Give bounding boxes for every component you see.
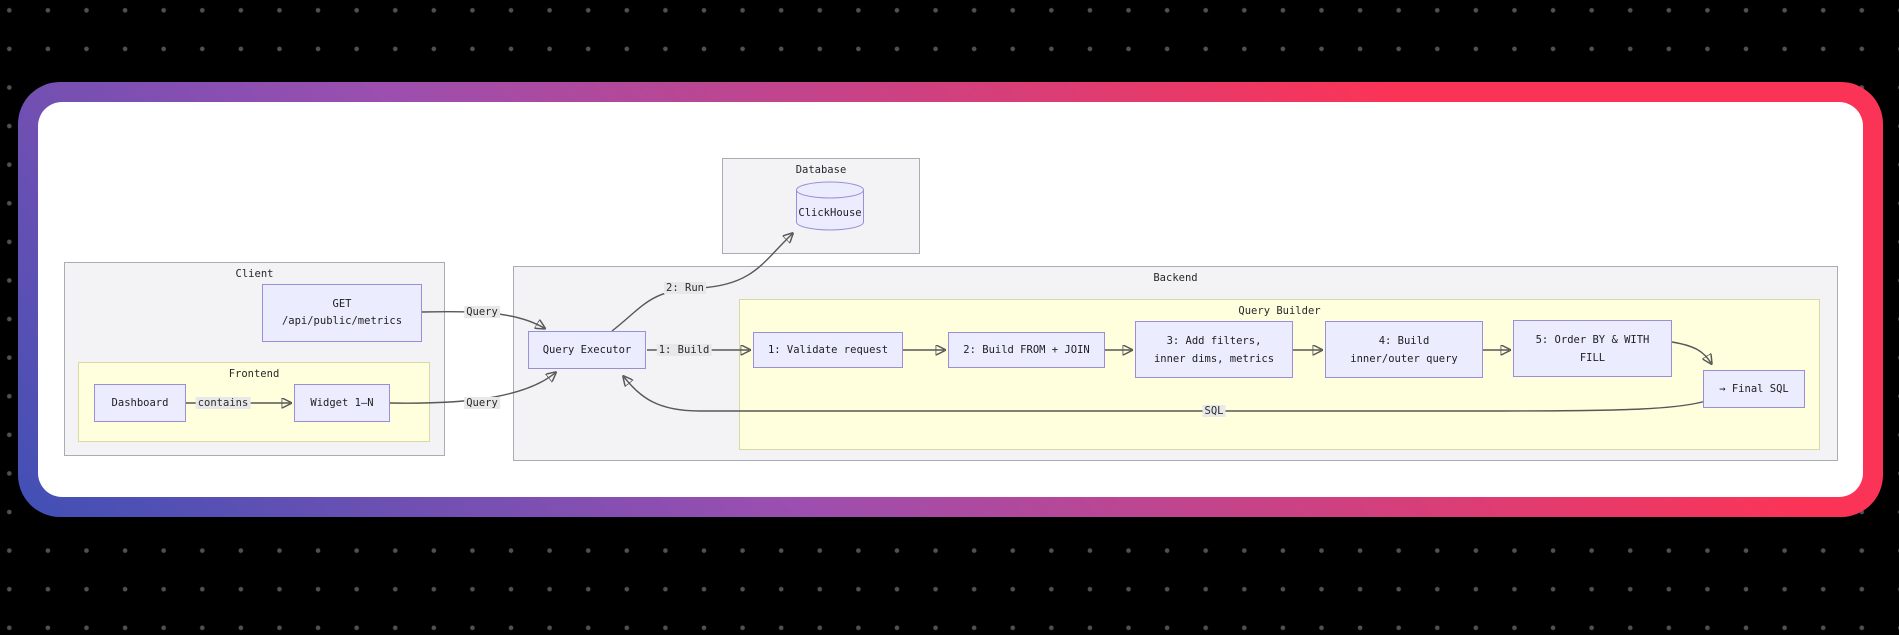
node-query-executor-label: Query Executor (542, 344, 632, 356)
node-final-sql-label: → Final SQL (1719, 383, 1789, 395)
node-dashboard: Dashboard (94, 384, 186, 422)
cluster-database: Database (722, 158, 920, 254)
cluster-database-title: Database (795, 164, 847, 176)
node-step5: 5: Order BY & WITH FILL (1513, 320, 1672, 377)
cluster-client-title: Client (235, 268, 274, 280)
node-get-api: GET /api/public/metrics (262, 284, 422, 342)
cluster-query-builder-title: Query Builder (1238, 305, 1321, 317)
node-step1-label: 1: Validate request (767, 344, 889, 356)
node-step1: 1: Validate request (753, 332, 903, 368)
node-clickhouse: ClickHouse (795, 181, 865, 231)
edge-label-build: 1: Build (656, 344, 712, 356)
edge-label-run: 2: Run (664, 282, 706, 294)
node-get-api-line2: /api/public/metrics (281, 315, 403, 327)
node-step2-label: 2: Build FROM + JOIN (963, 344, 1090, 356)
cluster-backend-title: Backend (1153, 272, 1198, 284)
edge-label-query-get: Query (464, 306, 500, 318)
node-step5-line1: 5: Order BY & WITH (1535, 333, 1650, 346)
node-step4-line1: 4: Build (1378, 334, 1430, 347)
node-dashboard-label: Dashboard (111, 397, 169, 409)
node-widget: Widget 1–N (294, 384, 390, 422)
node-step4-line2: inner/outer query (1350, 352, 1458, 365)
edge-finalsql-to-executor (624, 377, 1707, 412)
node-step5-line2: FILL (1579, 351, 1606, 364)
node-query-executor: Query Executor (528, 331, 646, 369)
edge-label-sql: SQL (1202, 405, 1226, 417)
node-step4: 4: Build inner/outer query (1325, 321, 1483, 378)
node-widget-label: Widget 1–N (310, 397, 374, 409)
node-step3: 3: Add filters, inner dims, metrics (1135, 321, 1293, 378)
database-cylinder-icon (796, 181, 864, 231)
node-clickhouse-label: ClickHouse (798, 207, 862, 219)
edge-step5-to-finalsql (1671, 341, 1711, 363)
node-step3-line2: inner dims, metrics (1153, 352, 1275, 365)
node-step2: 2: Build FROM + JOIN (948, 332, 1105, 368)
edge-label-contains: contains (195, 397, 251, 409)
edge-label-query-widget: Query (464, 397, 500, 409)
node-final-sql: → Final SQL (1703, 370, 1805, 408)
node-step3-line1: 3: Add filters, (1166, 334, 1262, 347)
node-get-api-line1: GET (332, 298, 352, 310)
cluster-frontend-title: Frontend (228, 368, 280, 380)
